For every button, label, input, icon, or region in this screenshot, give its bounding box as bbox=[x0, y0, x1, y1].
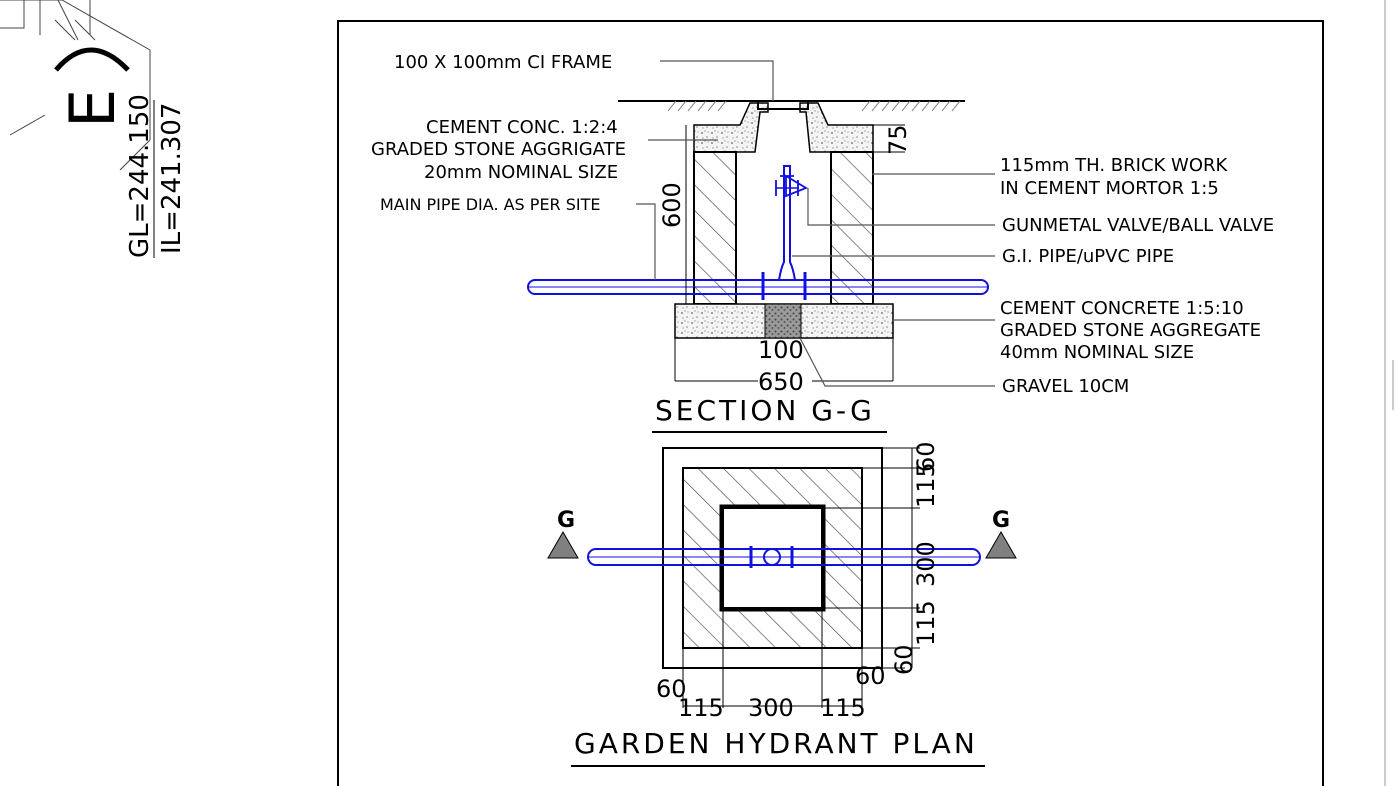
plan-riser bbox=[763, 548, 781, 566]
dim-top-75: 75 bbox=[884, 124, 912, 155]
label-gravel: GRAVEL 10CM bbox=[1002, 376, 1129, 397]
section-leaders bbox=[636, 60, 995, 387]
plan-dim-bottom-60b: 60 bbox=[855, 662, 886, 690]
left-margin: E GL=244.150 IL=241.307 bbox=[0, 0, 187, 258]
section-title: SECTION G-G bbox=[655, 394, 875, 427]
sheet-border bbox=[337, 20, 1324, 786]
plan-dim-right-300: 300 bbox=[912, 541, 940, 587]
plan-chamber bbox=[719, 504, 826, 612]
plan-dim-bottom-300: 300 bbox=[748, 694, 794, 722]
label-brick-work: 115mm TH. BRICK WORK bbox=[1000, 155, 1229, 176]
section-mark-left-letter: G bbox=[557, 508, 575, 533]
plan-dim-bottom-115a: 115 bbox=[678, 694, 724, 722]
plan-dim-right-60b: 60 bbox=[890, 644, 918, 675]
label-40mm-nominal: 40mm NOMINAL SIZE bbox=[1000, 342, 1194, 363]
brick-wall-right bbox=[830, 151, 874, 305]
right-edge-fragment bbox=[1384, 0, 1394, 786]
label-cement-concrete-base: CEMENT CONCRETE 1:5:10 bbox=[1000, 298, 1244, 319]
label-ci-frame: 100 X 100mm CI FRAME bbox=[394, 52, 612, 73]
ci-frame bbox=[757, 100, 809, 110]
section-marker-right bbox=[985, 530, 1017, 559]
label-cement-mortor: IN CEMENT MORTOR 1:5 bbox=[1000, 178, 1219, 199]
plan-dim-right-60a: 60 bbox=[912, 441, 940, 472]
section-mark-right-letter: G bbox=[992, 508, 1010, 533]
section-labels: 100 X 100mm CI FRAME CEMENT CONC. 1:2:4 … bbox=[371, 52, 1274, 397]
plan-title: GARDEN HYDRANT PLAN bbox=[574, 727, 978, 760]
plan-base-outline bbox=[662, 447, 883, 669]
plan-dim-bottom-115b: 115 bbox=[820, 694, 866, 722]
plan-dim-right-115b: 115 bbox=[912, 600, 940, 646]
label-cement-conc: CEMENT CONC. 1:2:4 bbox=[426, 117, 618, 138]
label-20mm-nominal: 20mm NOMINAL SIZE bbox=[424, 162, 618, 183]
riser-pipe bbox=[778, 165, 796, 281]
section-drawing: 600 75 100 650 SECTION G-G bbox=[527, 100, 989, 433]
dim-base-650: 650 bbox=[758, 368, 804, 396]
plan-drawing: G G 60 115 300 115 60 60 115 300 115 60 bbox=[547, 441, 1017, 767]
ground-level-text: GL=244.150 bbox=[125, 94, 155, 258]
brick-wall-left bbox=[693, 151, 737, 305]
section-marker-arc bbox=[54, 47, 130, 72]
label-graded-stone-20: GRADED STONE AGGRIGATE bbox=[371, 139, 626, 160]
invert-level-text: IL=241.307 bbox=[157, 103, 187, 254]
label-gunmetal-valve: GUNMETAL VALVE/BALL VALVE bbox=[1002, 215, 1274, 236]
ground-hatch bbox=[667, 100, 961, 112]
label-main-pipe: MAIN PIPE DIA. AS PER SITE bbox=[380, 195, 601, 214]
dim-height-600: 600 bbox=[658, 182, 686, 228]
sheet-fragment-lines bbox=[0, 0, 79, 41]
section-marker-letter: E bbox=[56, 89, 129, 128]
sheet-fragment-ticks bbox=[39, 0, 96, 41]
sheet-fragment-border bbox=[9, 0, 151, 171]
label-gi-pipe: G.I. PIPE/uPVC PIPE bbox=[1002, 246, 1174, 267]
plan-dim-bottom-60a: 60 bbox=[656, 675, 687, 703]
plan-brick-ring bbox=[682, 467, 863, 649]
dim-gravel-100: 100 bbox=[758, 336, 804, 364]
top-slab-left bbox=[693, 102, 769, 153]
gravel-bed bbox=[764, 303, 802, 339]
plan-dim-right-115a: 115 bbox=[912, 462, 940, 508]
label-graded-stone-40: GRADED STONE AGGREGATE bbox=[1000, 320, 1261, 341]
section-marker-left bbox=[547, 530, 579, 559]
